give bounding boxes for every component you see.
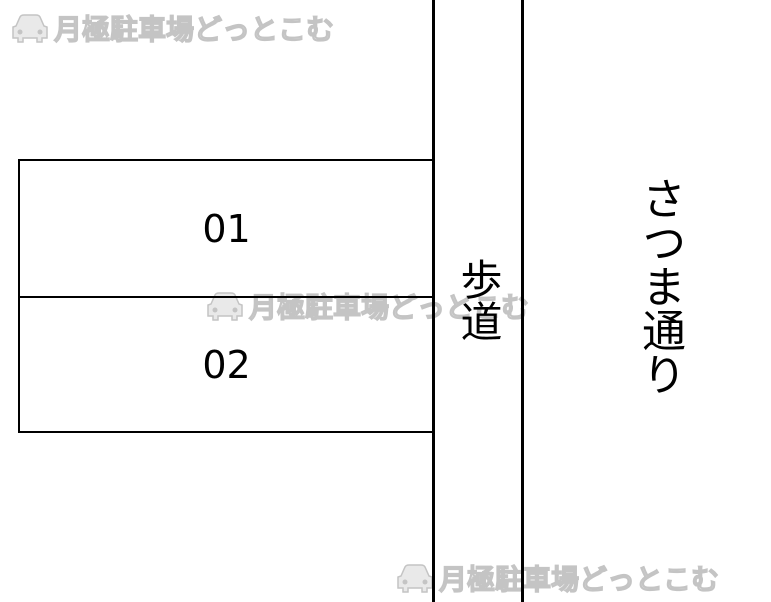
- watermark-text: 月極駐車場どっとこむ: [53, 12, 335, 46]
- sidewalk-left-edge: [432, 0, 435, 602]
- watermark-top-left: 月極駐車場どっとこむ: [10, 8, 335, 48]
- parking-space-label: 01: [202, 206, 251, 251]
- sidewalk-label: 歩道: [454, 258, 503, 342]
- parking-space-01[interactable]: 01: [18, 159, 435, 298]
- watermark-bottom-right: 月極駐車場どっとこむ: [395, 558, 720, 598]
- car-icon: [12, 14, 48, 43]
- parking-space-label: 02: [202, 342, 251, 387]
- sidewalk-right-edge: [521, 0, 524, 602]
- street-label: さつま通り: [634, 176, 685, 396]
- car-icon: [397, 564, 433, 593]
- parking-space-02[interactable]: 02: [18, 296, 435, 433]
- watermark-text: 月極駐車場どっとこむ: [438, 562, 720, 596]
